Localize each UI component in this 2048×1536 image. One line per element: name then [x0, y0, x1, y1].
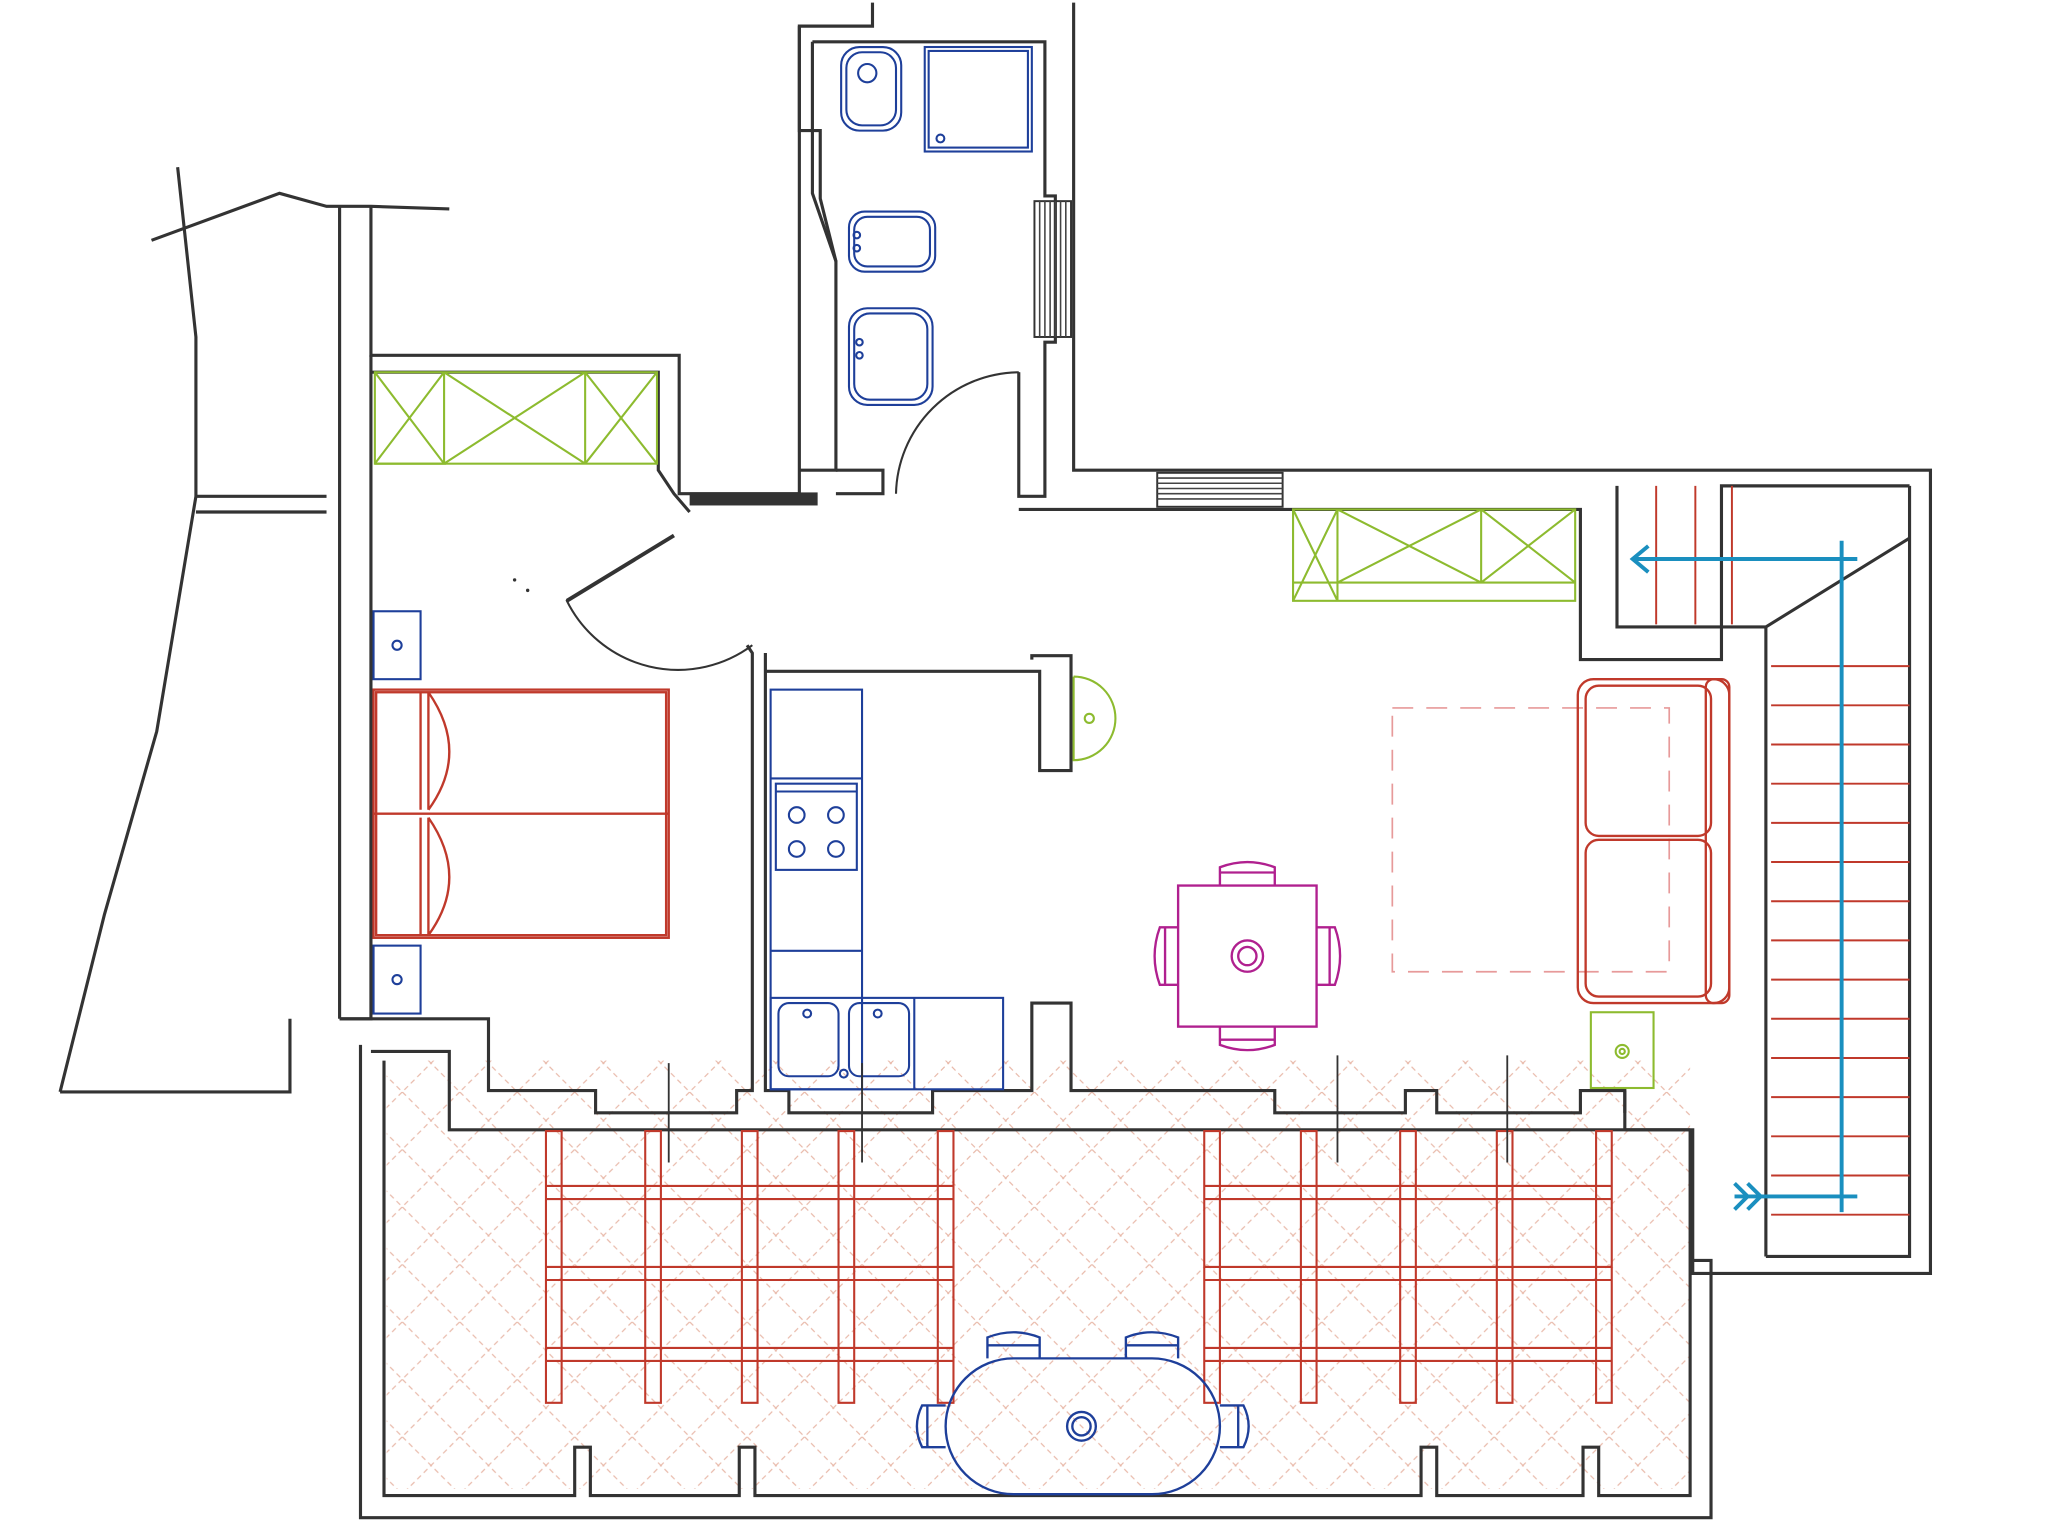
staircase: [1655, 485, 1910, 1216]
wall-bath-left: [810, 41, 838, 262]
kitchen: [769, 688, 1005, 1091]
wall-terrace-top: [370, 1049, 1691, 1132]
double-bed: [372, 688, 670, 939]
windows: [689, 200, 1284, 508]
window-bathroom: [1033, 200, 1072, 338]
window-living-top: [1156, 471, 1284, 508]
bedroom: [372, 371, 670, 1015]
window-entrance: [689, 492, 818, 506]
living-wardrobe: [1292, 508, 1577, 602]
bedroom-wardrobe: [373, 371, 659, 465]
stairs-direction-arrow: [1629, 540, 1858, 1213]
wall-bedroom-left: [339, 355, 373, 1021]
cooktop: [774, 782, 858, 871]
side-table: [1589, 1011, 1655, 1090]
toilet: [847, 307, 934, 406]
window-bathroom-hatch: [1038, 201, 1067, 337]
bathroom: [840, 45, 1033, 406]
terrace: [358, 1044, 1713, 1520]
terrace-parapet-outer: [358, 1044, 1713, 1520]
dining-table: [1153, 860, 1342, 1052]
stairs-arrow-line: [1635, 540, 1858, 1213]
pergola-left: [544, 1130, 955, 1404]
wall-kitchen-partition: [765, 654, 1073, 773]
shower-tray: [923, 45, 1033, 153]
wall-stair-box: [1615, 485, 1912, 1259]
wall-bath-inner: [812, 40, 1057, 498]
kitchen-sink: [769, 996, 1005, 1091]
entrance-marks: [512, 578, 530, 593]
nightstand-bottom: [372, 944, 422, 1015]
double-chevron-right-icon: [1733, 1181, 1764, 1211]
door-bedroom-swing: [565, 537, 753, 671]
sofa: [1576, 678, 1731, 1005]
wall-south-main: [60, 644, 1627, 1130]
terrace-paving: [386, 1060, 1691, 1489]
wall-bath-bottom: [835, 468, 885, 496]
door-bathroom-swing: [894, 371, 1020, 497]
doors: [565, 371, 1020, 671]
outdoor-table: [915, 1331, 1250, 1496]
bidet: [847, 210, 937, 273]
wall-light: [1072, 675, 1117, 762]
window-living-hatch: [1157, 477, 1283, 500]
washbasin-small: [840, 45, 903, 132]
pergola-post-lines: [667, 1055, 1509, 1163]
wall-neighbor-boundary: [58, 167, 450, 1093]
nightstand-top: [372, 610, 422, 681]
pergola-right: [1203, 1130, 1613, 1404]
terrace-parapet-inner: [382, 1060, 1692, 1498]
door-bedroom-leaf: [565, 533, 675, 603]
arrowhead-left-icon: [1629, 544, 1650, 574]
